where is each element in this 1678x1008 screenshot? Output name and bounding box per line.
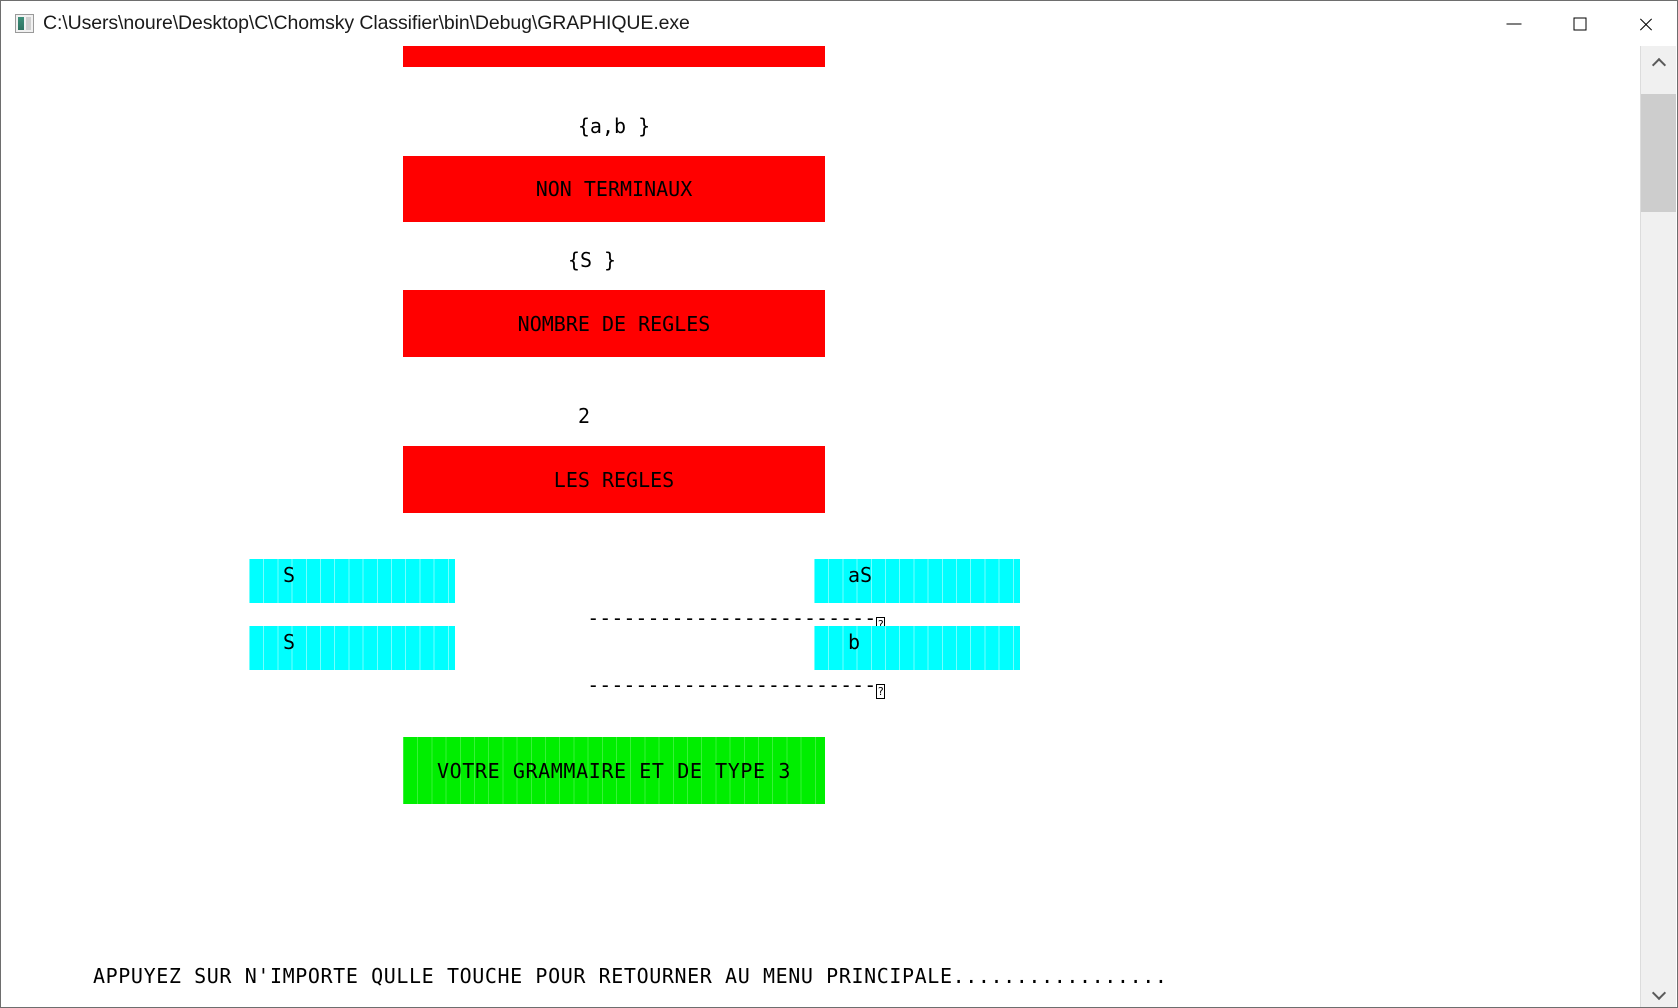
rule-lhs-label: S: [283, 563, 296, 587]
nombre-de-regles-banner: NOMBRE DE REGLES: [403, 290, 825, 357]
close-icon: [1638, 16, 1654, 32]
non-terminaux-banner-label: NON TERMINAUX: [535, 177, 693, 201]
terminaux-value: {a,b }: [577, 114, 651, 138]
rule-rhs-label: aS: [848, 563, 873, 587]
rule-rhs-label: b: [848, 630, 861, 654]
close-button[interactable]: [1613, 1, 1677, 46]
rule-rhs-block: b: [814, 626, 1020, 670]
rule-lhs-block: S: [249, 626, 455, 670]
chevron-up-icon: [1653, 58, 1664, 69]
nombre-de-regles-banner-label: NOMBRE DE REGLES: [517, 311, 711, 336]
status-line: APPUYEZ SUR N'IMPORTE QULLE TOUCHE POUR …: [93, 964, 1168, 988]
maximize-icon: [1573, 17, 1587, 30]
rule-arrow-dashes: ------------------------: [587, 673, 877, 697]
title-bar[interactable]: C:\Users\noure\Desktop\C\Chomsky Classif…: [1, 1, 1677, 46]
rule-rhs-block: aS: [814, 559, 1020, 603]
scrollbar-thumb[interactable]: [1641, 94, 1676, 212]
nombre-de-regles-value: 2: [577, 404, 591, 428]
minimize-button[interactable]: [1481, 1, 1547, 46]
chevron-down-icon: [1653, 986, 1664, 997]
non-terminaux-value: {S }: [567, 248, 617, 272]
terminaux-banner: [403, 46, 825, 67]
rule-lhs-block: S: [249, 559, 455, 603]
scroll-up-button[interactable]: [1641, 46, 1676, 80]
rule-arrow: ------------------------?: [515, 649, 886, 723]
rule-arrow: ------------------------?: [515, 582, 886, 656]
les-regles-banner: LES REGLES: [403, 446, 825, 513]
maximize-button[interactable]: [1547, 1, 1613, 46]
les-regles-banner-label: LES REGLES: [553, 467, 675, 492]
result-banner: VOTRE GRAMMAIRE ET DE TYPE 3: [403, 737, 825, 804]
minimize-icon: [1506, 23, 1522, 24]
console-app-icon: [15, 14, 34, 33]
window-title: C:\Users\noure\Desktop\C\Chomsky Classif…: [43, 12, 690, 34]
vertical-scrollbar[interactable]: [1640, 46, 1676, 1007]
rule-arrow-head-icon: ?: [876, 684, 886, 699]
console-output-area: {a,b } NON TERMINAUX {S } NOMBRE DE REGL…: [1, 46, 1641, 1007]
scroll-down-button[interactable]: [1641, 974, 1676, 1007]
result-banner-label: VOTRE GRAMMAIRE ET DE TYPE 3: [437, 758, 791, 783]
rule-lhs-label: S: [283, 630, 296, 654]
window-controls: [1481, 1, 1677, 46]
non-terminaux-banner: NON TERMINAUX: [403, 156, 825, 222]
